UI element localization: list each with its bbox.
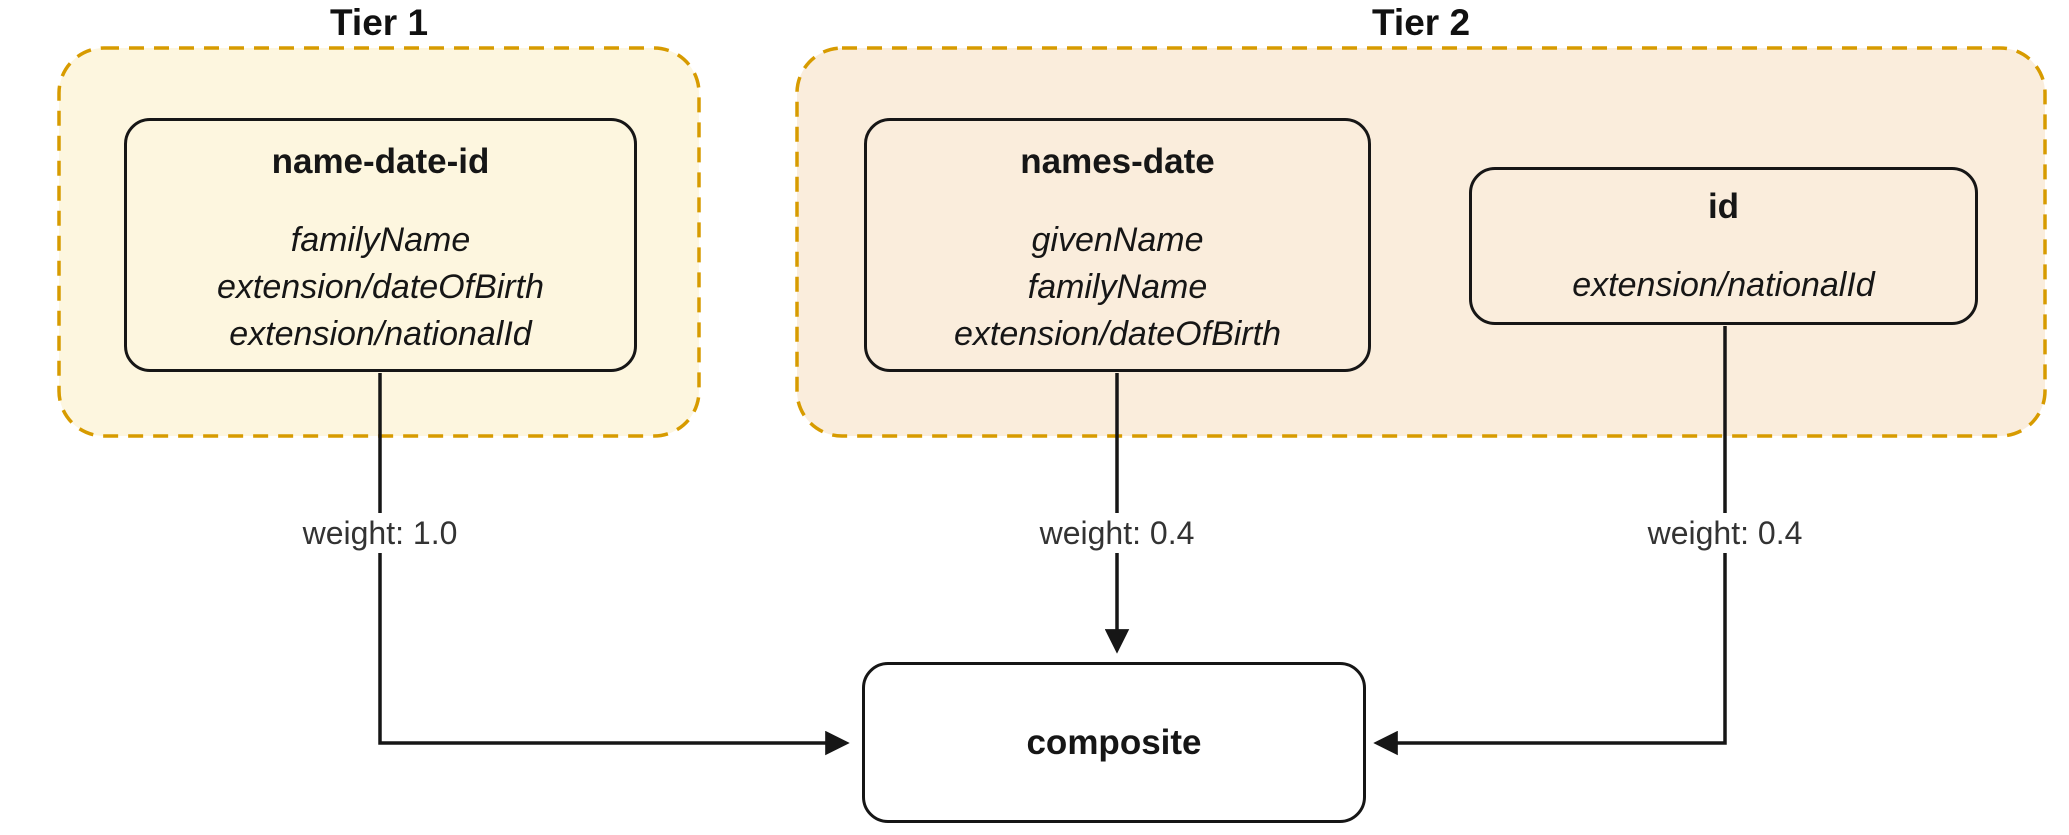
node-id-attributes: extension/nationalId bbox=[1472, 262, 1975, 309]
node-name-date-id: name-date-id familyName extension/dateOf… bbox=[124, 118, 637, 372]
node-composite: composite bbox=[862, 662, 1366, 823]
edge-label-weight-1: weight: 1.0 bbox=[292, 513, 468, 553]
node-name-date-id-title: name-date-id bbox=[271, 142, 490, 181]
edge-label-weight-3: weight: 0.4 bbox=[1637, 513, 1813, 553]
node-id-title: id bbox=[1707, 187, 1740, 226]
cluster-tier2-label: Tier 2 bbox=[1371, 2, 1471, 43]
edge-name-date-id-to-composite bbox=[378, 373, 850, 756]
node-attribute: extension/nationalId bbox=[1572, 266, 1875, 304]
edge-id-to-composite bbox=[1373, 326, 1727, 756]
node-name-date-id-attributes: familyName extension/dateOfBirth extensi… bbox=[127, 217, 634, 358]
node-names-date: names-date givenName familyName extensio… bbox=[864, 118, 1371, 372]
node-composite-title: composite bbox=[1026, 722, 1202, 762]
edge-label-weight-2: weight: 0.4 bbox=[1029, 513, 1205, 553]
node-id: id extension/nationalId bbox=[1469, 167, 1978, 325]
node-names-date-title: names-date bbox=[1020, 142, 1215, 181]
node-attribute: familyName bbox=[290, 221, 471, 259]
node-attribute: extension/nationalId bbox=[229, 315, 532, 353]
node-attribute: extension/dateOfBirth bbox=[954, 315, 1281, 353]
node-attribute: givenName bbox=[1031, 221, 1204, 259]
cluster-tier1-label: Tier 1 bbox=[329, 2, 429, 43]
node-attribute: familyName bbox=[1027, 268, 1208, 306]
node-names-date-attributes: givenName familyName extension/dateOfBir… bbox=[867, 217, 1368, 358]
node-attribute: extension/dateOfBirth bbox=[217, 268, 544, 306]
